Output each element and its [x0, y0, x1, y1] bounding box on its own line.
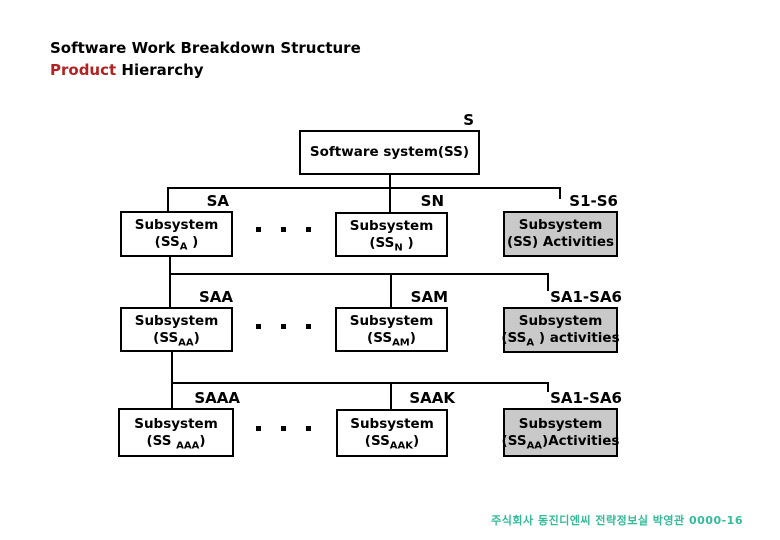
row2-left-line2: (SSAA) — [153, 329, 200, 349]
title-line2-red: Product — [50, 61, 117, 79]
page-title: Software Work Breakdown Structure Produc… — [50, 37, 361, 81]
dot — [256, 426, 261, 431]
connector-drop-2-left — [169, 273, 171, 308]
dot — [306, 324, 311, 329]
title-line1: Software Work Breakdown Structure — [50, 39, 361, 57]
row2-right-line2: (SSA ) activities — [501, 330, 620, 349]
row1-left-code: SA — [206, 192, 229, 210]
connector-drop-2-mid — [390, 273, 392, 309]
row3-mid-line2: (SSAAK) — [364, 433, 420, 452]
connector-drop-1-right — [559, 187, 561, 199]
row1-left-line1: Subsystem — [134, 217, 219, 233]
row2-mid-node: Subsystem (SSAM) — [335, 307, 448, 352]
connector-hline-1 — [167, 187, 561, 189]
connector-drop-1-mid — [389, 187, 391, 214]
dot — [281, 227, 286, 232]
title-line2-black: Hierarchy — [116, 61, 204, 79]
row1-right-node: Subsystem (SS) Activities — [503, 211, 618, 257]
row3-left-line2: (SS AAA) — [146, 432, 206, 452]
ellipsis-dots-row3 — [256, 426, 311, 431]
row3-left-node: Subsystem (SS AAA) — [118, 408, 234, 457]
connector-hline-3 — [171, 382, 549, 384]
row1-right-line1: Subsystem — [518, 217, 603, 233]
dot — [306, 426, 311, 431]
connector-stem-2 — [169, 255, 171, 275]
row1-right-code: S1-S6 — [569, 192, 618, 210]
row3-mid-code: SAAK — [409, 389, 455, 407]
row2-mid-line2: (SSAM) — [367, 329, 416, 349]
connector-drop-3-right — [547, 382, 549, 392]
dot — [281, 324, 286, 329]
connector-stem-3 — [171, 351, 173, 384]
row3-right-line1: Subsystem — [518, 415, 603, 432]
row3-left-line1: Subsystem — [134, 415, 218, 432]
row3-mid-line1: Subsystem — [350, 416, 434, 432]
row1-right-line2: (SS) Activities — [506, 234, 615, 250]
row1-mid-line2: (SSN ) — [369, 234, 414, 254]
root-node-label: Software system(SS) — [309, 144, 470, 160]
row1-mid-node: Subsystem (SSN ) — [335, 212, 448, 257]
connector-stem-1 — [389, 173, 391, 189]
connector-drop-1-left — [167, 187, 169, 212]
dot — [306, 227, 311, 232]
dot — [256, 324, 261, 329]
row2-mid-line1: Subsystem — [349, 312, 434, 329]
row1-left-node: Subsystem (SSA ) — [120, 211, 233, 257]
ellipsis-dots-row2 — [256, 324, 311, 329]
dot — [281, 426, 286, 431]
connector-drop-3-left — [171, 382, 173, 408]
ellipsis-dots-row1 — [256, 227, 311, 232]
row1-mid-code: SN — [420, 192, 444, 210]
row2-left-code: SAA — [198, 288, 233, 306]
connector-hline-2 — [169, 273, 549, 275]
row2-right-line1: Subsystem — [518, 313, 603, 329]
row2-left-node: Subsystem (SSAA) — [120, 307, 233, 352]
root-code-label: S — [463, 111, 474, 129]
title-line2: Product Hierarchy — [50, 59, 361, 81]
row2-right-node: Subsystem (SSA ) activities — [501, 307, 620, 353]
root-node-software-system: Software system(SS) — [299, 130, 480, 175]
row3-right-code: SA1-SA6 — [550, 389, 622, 407]
connector-drop-3-mid — [390, 382, 392, 409]
row2-mid-code: SAM — [410, 288, 448, 306]
row3-right-node: Subsystem (SSAA)Activities — [501, 408, 620, 457]
row2-left-line1: Subsystem — [134, 312, 219, 329]
row3-mid-node: Subsystem (SSAAK) — [336, 409, 448, 457]
row1-mid-line1: Subsystem — [349, 217, 434, 234]
row3-right-line2: (SSAA)Activities — [501, 432, 620, 452]
dot — [256, 227, 261, 232]
footer-credit-text: 주식회사 동진디엔씨 전략정보실 박영관 0000-16 — [491, 514, 743, 527]
row1-left-line2: (SSA ) — [154, 234, 199, 253]
connector-drop-2-right — [547, 273, 549, 291]
row3-left-code: SAAA — [194, 389, 240, 407]
row2-right-code: SA1-SA6 — [550, 288, 622, 306]
